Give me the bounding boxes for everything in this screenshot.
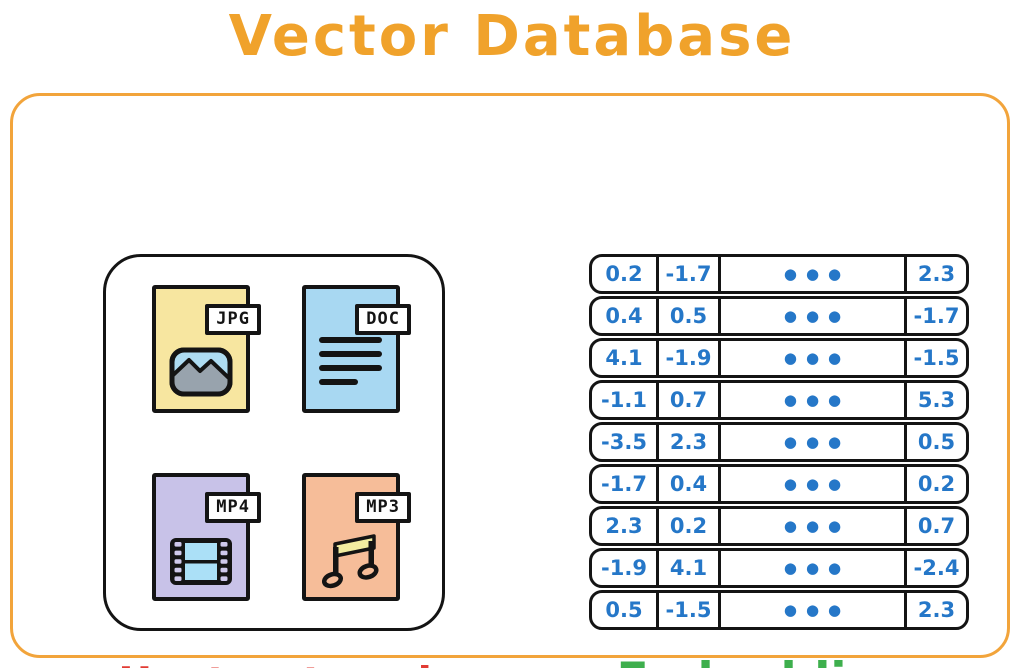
embedding-value: 0.2 bbox=[605, 262, 643, 286]
file-doc: DOC bbox=[302, 285, 411, 413]
file-type-badge: MP4 bbox=[205, 492, 261, 524]
embedding-value: 2.3 bbox=[605, 514, 643, 538]
embedding-value: 0.7 bbox=[904, 509, 966, 543]
file-icons-grid: JPG DOC bbox=[152, 285, 411, 603]
embedding-value: 5.3 bbox=[904, 383, 966, 417]
ellipsis-dots: ●●● bbox=[718, 509, 904, 543]
embedding-value: 0.4 bbox=[605, 304, 643, 328]
table-row: -1.9 4.1●●●-2.4 bbox=[589, 548, 969, 588]
embedding-value: -1.7 bbox=[904, 299, 966, 333]
embedding-value: 0.2 bbox=[656, 509, 718, 543]
ellipsis-dots: ●●● bbox=[718, 257, 904, 291]
table-row: 4.1 -1.9●●●-1.5 bbox=[589, 338, 969, 378]
embedding-value: 0.5 bbox=[656, 299, 718, 333]
ellipsis-dots: ●●● bbox=[718, 467, 904, 501]
embedding-value: -1.7 bbox=[601, 472, 647, 496]
embedding-value: 0.5 bbox=[605, 598, 643, 622]
table-row: -3.5 2.3●●●0.5 bbox=[589, 422, 969, 462]
table-row: 0.2 -1.7●●●2.3 bbox=[589, 254, 969, 294]
embedding-value: 2.3 bbox=[904, 593, 966, 627]
file-type-badge: MP3 bbox=[355, 492, 411, 524]
table-row: 2.3 0.2●●●0.7 bbox=[589, 506, 969, 546]
ellipsis-dots: ●●● bbox=[718, 551, 904, 585]
film-strip-icon bbox=[170, 538, 232, 585]
file-jpg: JPG bbox=[152, 285, 261, 413]
embeddings-caption: Embeddings bbox=[609, 653, 949, 668]
ellipsis-dots: ●●● bbox=[718, 341, 904, 375]
embedding-value: 4.1 bbox=[656, 551, 718, 585]
embedding-value: 0.4 bbox=[656, 467, 718, 501]
table-row: -1.1 0.7●●●5.3 bbox=[589, 380, 969, 420]
file-mp4: MP4 bbox=[152, 473, 261, 601]
embedding-value: -3.5 bbox=[601, 430, 647, 454]
embedding-value: -1.5 bbox=[904, 341, 966, 375]
ellipsis-dots: ●●● bbox=[718, 383, 904, 417]
table-row: -1.7 0.4●●●0.2 bbox=[589, 464, 969, 504]
page-title: Vector Database bbox=[228, 4, 796, 69]
table-row: 0.4 0.5●●●-1.7 bbox=[589, 296, 969, 336]
file-mp3: MP3 bbox=[302, 473, 411, 601]
embedding-value: 0.7 bbox=[656, 383, 718, 417]
ellipsis-dots: ●●● bbox=[718, 593, 904, 627]
table-row: 0.5 -1.5●●●2.3 bbox=[589, 590, 969, 630]
ellipsis-dots: ●●● bbox=[718, 425, 904, 459]
document-lines-icon bbox=[319, 337, 382, 385]
image-icon bbox=[169, 347, 233, 397]
file-type-badge: JPG bbox=[205, 304, 261, 336]
embedding-value: -2.4 bbox=[904, 551, 966, 585]
file-type-badge: DOC bbox=[355, 304, 411, 336]
ellipsis-dots: ●●● bbox=[718, 299, 904, 333]
unstructured-data-caption: Unstructured data bbox=[73, 658, 477, 668]
embedding-value: -1.7 bbox=[656, 257, 718, 291]
embedding-value: 0.5 bbox=[904, 425, 966, 459]
embedding-value: -1.9 bbox=[656, 341, 718, 375]
embedding-value: -1.1 bbox=[601, 388, 647, 412]
embedding-value: 2.3 bbox=[656, 425, 718, 459]
embedding-value: 2.3 bbox=[904, 257, 966, 291]
unstructured-data-box: JPG DOC bbox=[103, 254, 445, 631]
embedding-value: -1.9 bbox=[601, 556, 647, 580]
diagram-container: JPG DOC bbox=[10, 93, 1010, 668]
embedding-value: 4.1 bbox=[605, 346, 643, 370]
embedding-value: -1.5 bbox=[656, 593, 718, 627]
embedding-value: 0.2 bbox=[904, 467, 966, 501]
music-note-icon bbox=[322, 534, 379, 589]
